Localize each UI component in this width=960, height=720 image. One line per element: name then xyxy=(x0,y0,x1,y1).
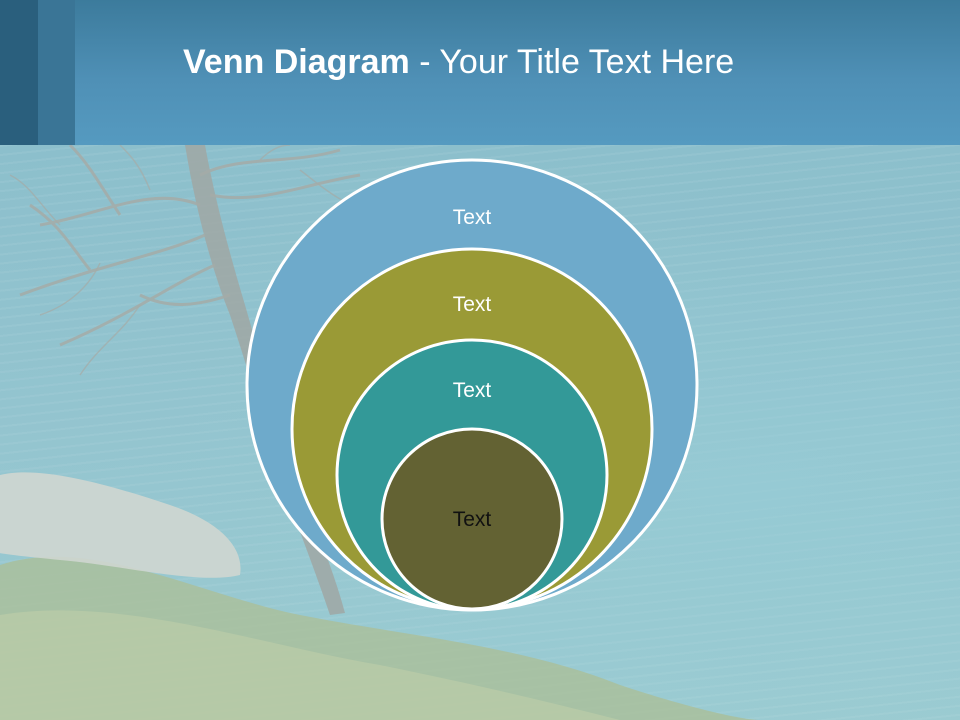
venn-label-third: Text xyxy=(453,379,492,402)
venn-label-second: Text xyxy=(453,293,492,316)
header-accent-stripe-light xyxy=(38,0,75,145)
venn-label-inner: Text xyxy=(453,508,492,531)
slide-title-bold: Venn Diagram xyxy=(183,43,410,81)
slide-title-rest: - Your Title Text Here xyxy=(409,43,735,81)
header-accent-stripe xyxy=(0,0,38,145)
slide-title: Venn Diagram - Your Title Text Here xyxy=(183,40,734,84)
venn-label-outer: Text xyxy=(453,206,492,229)
rocks xyxy=(0,472,241,578)
title-bar: Venn Diagram - Your Title Text Here xyxy=(0,0,960,145)
background-scenery xyxy=(0,145,760,720)
venn-circle-inner[interactable] xyxy=(380,427,564,611)
